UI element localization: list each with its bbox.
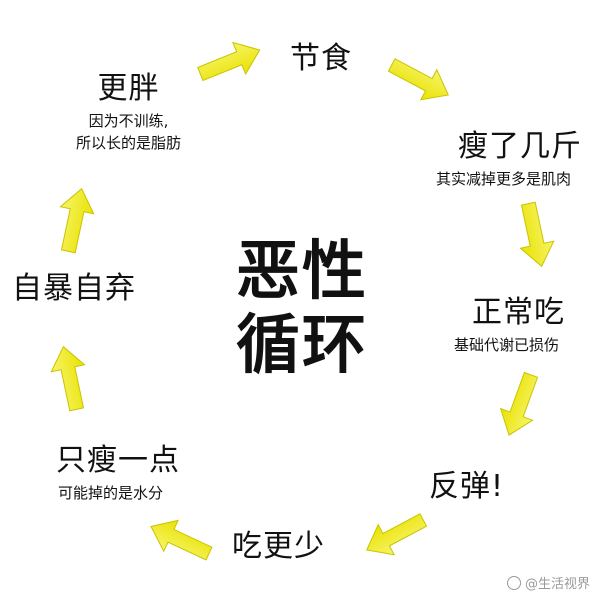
node-lost-weight-title: 瘦了几斤	[458, 129, 582, 164]
node-fatter: 更胖 因为不训练, 所以长的是脂肪	[76, 72, 181, 155]
node-fatter-sub-2: 所以长的是脂肪	[76, 133, 182, 152]
node-lost-weight-sub: 其实减掉更多是肌肉	[436, 170, 572, 188]
node-lost-weight: 瘦了几斤 其实减掉更多是肌肉	[436, 130, 582, 191]
arrow-loselittle-to-giveup	[46, 342, 94, 414]
node-eat-less: 吃更少	[232, 530, 325, 563]
node-eat-normal: 正常吃 基础代谢已损伤	[454, 296, 565, 357]
watermark: @生活视界	[506, 573, 590, 592]
arrow-diet-to-lost	[383, 49, 457, 111]
arrow-lost-to-eatnormal	[511, 199, 559, 271]
arrow-eatless-to-loselittle	[143, 510, 217, 570]
node-give-up-title: 自暴自弃	[12, 271, 136, 306]
watermark-icon	[506, 576, 521, 590]
node-lose-little-title: 只瘦一点	[56, 443, 180, 478]
arrow-fatter-to-diet	[193, 33, 267, 91]
arrow-eatnormal-to-rebound	[492, 368, 548, 442]
node-give-up: 自暴自弃	[12, 272, 136, 305]
center-line-1: 恶性	[236, 235, 368, 309]
node-eat-normal-title: 正常吃	[472, 295, 565, 330]
node-diet: 节食	[290, 42, 352, 75]
node-fatter-title: 更胖	[97, 71, 160, 106]
node-diet-title: 节食	[290, 41, 352, 76]
node-lose-little: 只瘦一点 可能掉的是水分	[56, 444, 180, 505]
arrow-rebound-to-eatless	[358, 504, 432, 566]
node-eat-less-title: 吃更少	[232, 529, 325, 564]
node-eat-normal-sub: 基础代谢已损伤	[454, 336, 560, 354]
arrow-giveup-to-fatter	[51, 184, 99, 256]
node-lose-little-sub: 可能掉的是水分	[58, 484, 164, 502]
node-rebound-title: 反弹!	[429, 469, 505, 504]
center-line-2: 循环	[236, 308, 368, 383]
vicious-cycle-title: 恶性 循环	[222, 235, 382, 383]
watermark-text: @生活视界	[524, 577, 590, 592]
node-fatter-sub-1: 因为不训练,	[88, 112, 169, 130]
node-rebound: 反弹!	[429, 470, 504, 503]
